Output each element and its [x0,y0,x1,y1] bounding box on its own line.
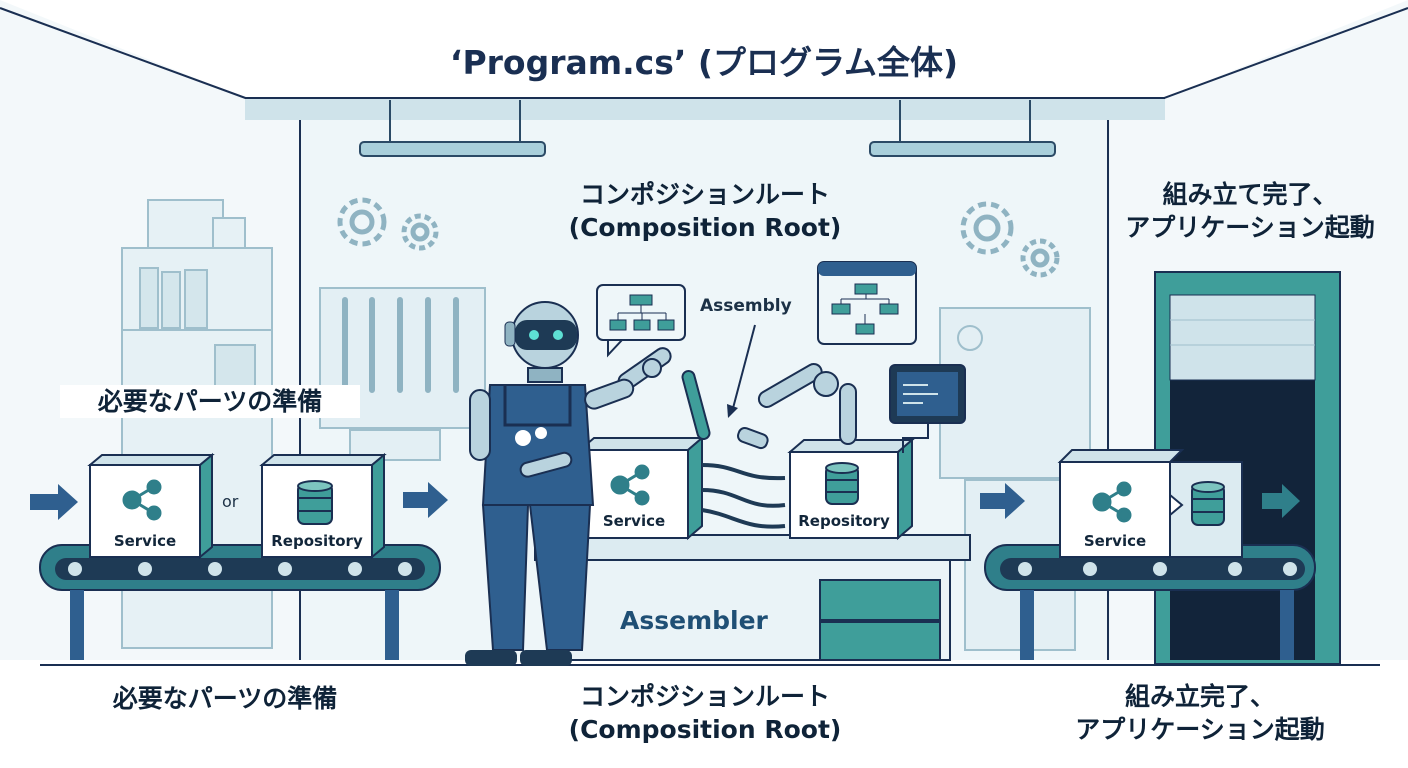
top-caption-center-line1: コンポジションルート [579,180,830,209]
service-box-center [577,435,705,541]
flowchart-icon [817,261,917,345]
bottom-caption-center: コンポジションルート (Composition Root) [530,680,880,746]
bottom-caption-center-line1: コンポジションルート [579,682,830,711]
ceiling-lamp-left [359,100,546,157]
arrow-right-icon [30,484,78,520]
page-title: ‘Program.cs’ (プログラム全体) [449,43,959,82]
bottom-caption-right-line1: 組み立完了、 [1124,682,1275,711]
arrow-right-icon [980,483,1025,519]
database-icon [297,480,333,525]
assembly-cables [701,463,786,529]
robot-arm-left [617,347,711,441]
top-caption-right-line1: 組み立て完了、 [1162,180,1338,209]
top-caption-right-line2: アプリケーション起動 [1125,213,1375,242]
share-node-icon [1092,481,1132,523]
tool-board [319,287,486,461]
database-icon [825,462,859,505]
assembly-label: Assembly [700,296,792,316]
or-label: or [222,492,239,511]
bottom-caption-left: 必要なパーツの準備 [112,684,338,713]
database-icon [1191,481,1225,526]
repository-label-left: Repository [271,532,363,550]
share-node-icon [122,479,162,521]
top-caption-center: コンポジションルート (Composition Root) [530,178,880,244]
top-caption-left: 必要なパーツの準備 [60,385,360,418]
workbench [534,534,971,661]
service-box-left [87,452,215,560]
top-caption-center-line2: (Composition Root) [568,213,842,242]
top-caption-right: 組み立て完了、 アプリケーション起動 [1100,178,1400,244]
service-label-left: Service [113,532,177,550]
repository-box-center [787,437,915,541]
arrow-right-icon [403,482,448,518]
arrow-right-icon [1262,484,1300,518]
bottom-caption-right: 組み立完了、 アプリケーション起動 [1030,680,1370,746]
repository-label-center: Repository [798,512,890,530]
robot-arm-right [737,363,857,450]
assembly-pointer [731,324,756,413]
gear-icon [960,201,1060,278]
service-label-right: Service [1083,532,1147,550]
service-label-center: Service [602,512,666,530]
robot-icon [465,301,635,666]
share-node-icon [610,464,650,506]
bottom-caption-right-line2: アプリケーション起動 [1075,715,1325,744]
bottom-caption-center-line2: (Composition Root) [568,715,842,744]
monitor-icon [889,364,966,453]
gear-icon [337,197,439,251]
flowchart-icon [596,284,686,358]
ceiling-lamp-right [869,100,1056,157]
assembler-label: Assembler [620,606,768,635]
